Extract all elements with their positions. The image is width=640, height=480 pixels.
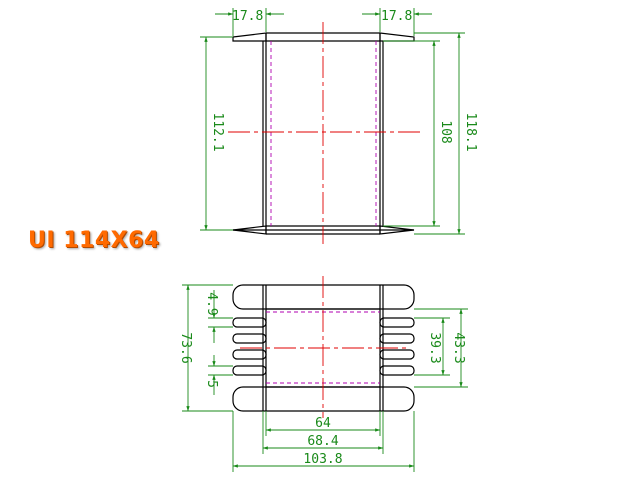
dim-base-width-core: 68.4 bbox=[307, 434, 338, 449]
front-hidden-lines bbox=[270, 41, 377, 226]
side-centerlines bbox=[240, 276, 410, 418]
front-centerlines bbox=[228, 22, 420, 244]
dim-pin-width: 5 bbox=[204, 380, 219, 388]
dim-top-right-width: 17.8 bbox=[381, 9, 412, 24]
dim-front-height-window: 108 bbox=[438, 120, 453, 143]
dim-side-height-overall: 73.6 bbox=[178, 332, 193, 363]
dim-base-width-overall: 103.8 bbox=[303, 452, 342, 467]
front-dimensions bbox=[200, 8, 465, 235]
drawing-title: UI 114X64 bbox=[28, 228, 160, 253]
front-top-flange bbox=[232, 32, 267, 42]
dim-front-height-overall: 118.1 bbox=[463, 112, 478, 151]
dim-base-width-window: 64 bbox=[315, 416, 331, 431]
side-top-plate bbox=[232, 284, 415, 310]
dim-side-height-flange: 43.3 bbox=[451, 332, 466, 363]
front-view bbox=[232, 32, 415, 235]
side-dimensions bbox=[182, 284, 468, 472]
side-bottom-plate bbox=[232, 386, 415, 412]
dim-side-height-window: 39.3 bbox=[427, 332, 442, 363]
dim-front-height-inner: 112.1 bbox=[210, 112, 225, 151]
dim-top-left-width: 17.8 bbox=[232, 9, 263, 24]
dim-pin-pitch: 4.9 bbox=[204, 292, 219, 315]
